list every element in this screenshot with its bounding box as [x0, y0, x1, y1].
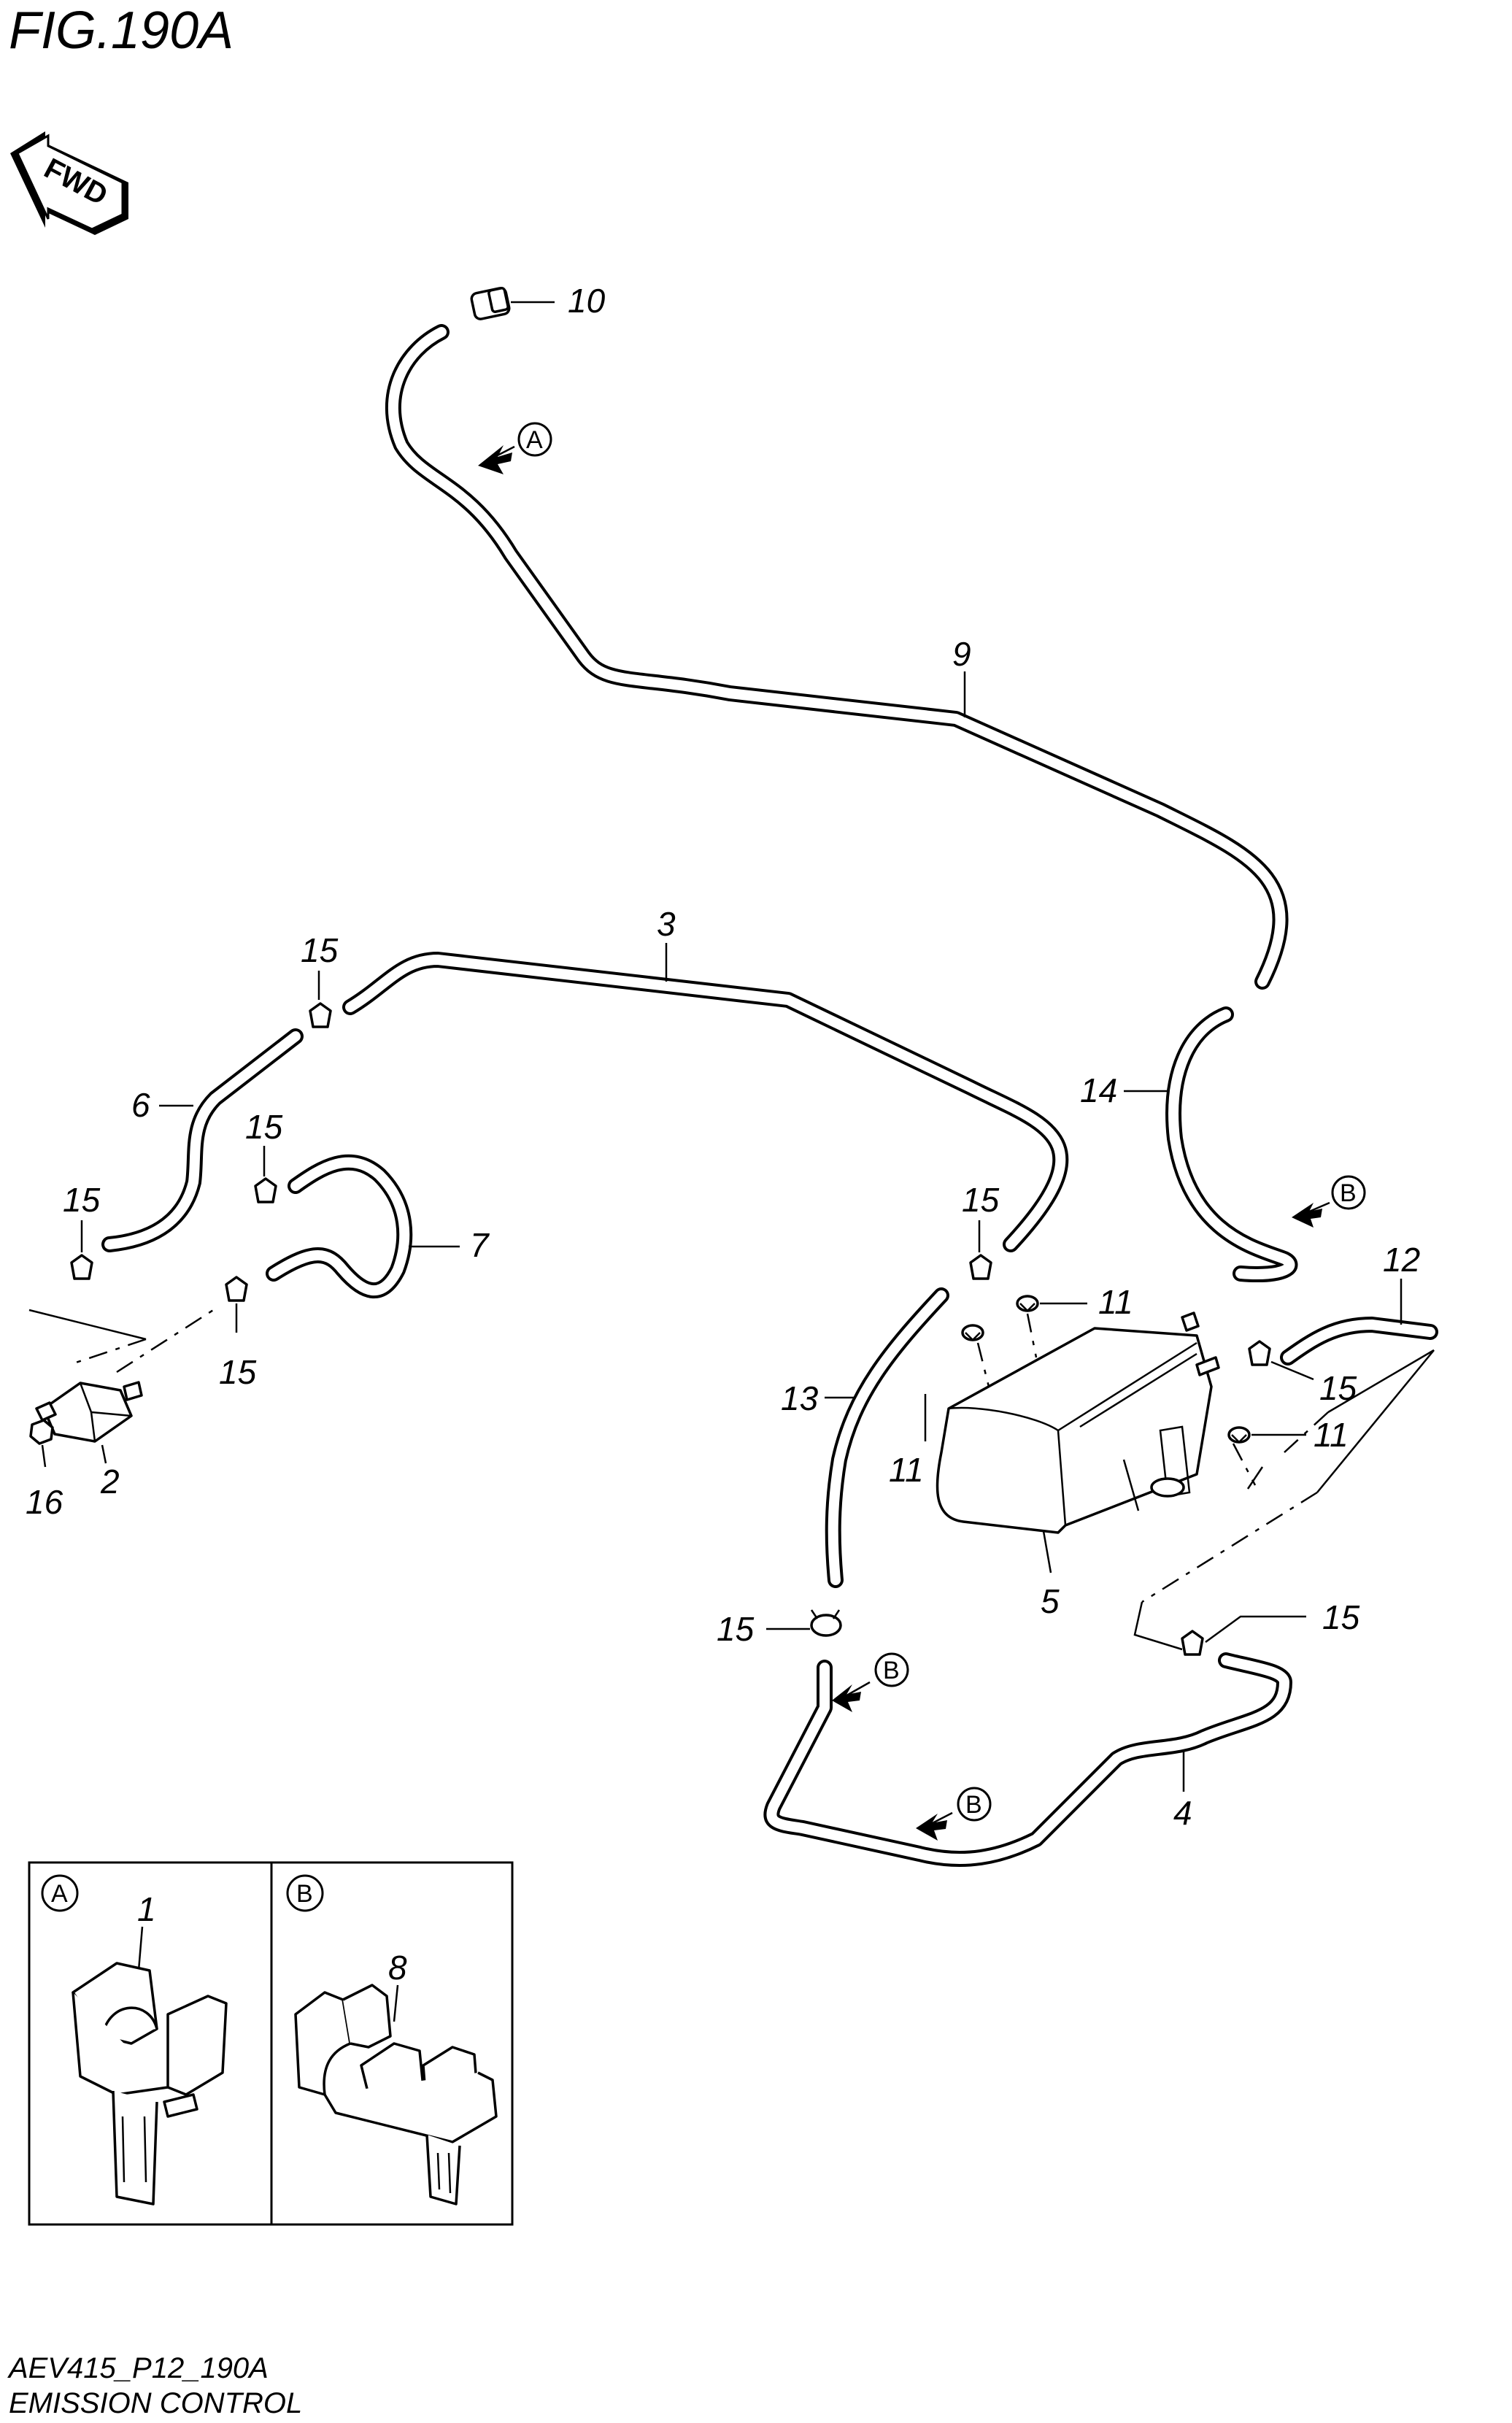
part-11-clip-left: [961, 1324, 984, 1341]
callout-16: 16: [26, 1483, 63, 1521]
guide-line-right-dash-2: [1141, 1491, 1318, 1603]
part-15-clamp-d: [225, 1276, 248, 1302]
part-11-clip-right: [1227, 1426, 1251, 1444]
hose-4: [763, 1652, 1292, 1868]
figure-title: FIG.190A: [9, 1, 234, 60]
hose-7: [266, 1154, 413, 1299]
callout-14: 14: [1080, 1071, 1117, 1109]
part-15-clamp-f: [1248, 1340, 1271, 1366]
callout-4: 4: [1173, 1794, 1192, 1832]
detail-a-label: A: [51, 1880, 68, 1908]
hose-13: [825, 1287, 949, 1588]
guide-line-left-dash: [69, 1338, 147, 1366]
callout-3: 3: [657, 905, 676, 943]
callout-15-d: 15: [219, 1353, 257, 1391]
callout-7: 7: [470, 1226, 490, 1264]
callout-13: 13: [781, 1379, 819, 1417]
part-8-hose-clip: [294, 1984, 498, 2206]
guide-line-left: [28, 1309, 147, 1341]
part-5-canister: [936, 1311, 1220, 1534]
part-10-fitting: [470, 287, 511, 320]
part-15-clamp-h: [1181, 1630, 1204, 1656]
ref-b-label-middle: B: [883, 1657, 900, 1684]
callout-11-upper: 11: [1098, 1283, 1133, 1321]
guide-line-left-dash-2: [116, 1305, 220, 1374]
callout-15-g: 15: [717, 1610, 755, 1648]
callout-15-h: 15: [1322, 1598, 1360, 1636]
callout-12: 12: [1383, 1241, 1420, 1279]
hose-14: [1165, 1006, 1298, 1282]
callout-15-a: 15: [301, 931, 339, 969]
callout-15-e: 15: [962, 1181, 1000, 1219]
callout-15-b: 15: [245, 1108, 283, 1146]
part-16-nut: [29, 1419, 54, 1445]
part-11-clip-upper: [1016, 1295, 1039, 1312]
ref-a-label: A: [526, 426, 543, 454]
callout-9: 9: [952, 635, 971, 673]
callout-15-c: 15: [63, 1181, 101, 1219]
callout-8: 8: [388, 1949, 407, 1987]
callout-15-f: 15: [1319, 1369, 1357, 1407]
guide-line-right-3: [1316, 1349, 1435, 1493]
ref-b-arrow-middle: B: [832, 1652, 909, 1712]
detail-a-panel: A 1: [41, 1874, 228, 2206]
callout-1: 1: [137, 1890, 156, 1928]
ref-b-label-upper: B: [1340, 1179, 1357, 1207]
hose-12: [1280, 1317, 1438, 1365]
callout-10: 10: [568, 282, 606, 320]
part-15-clamp-a: [309, 1002, 332, 1028]
callout-6: 6: [131, 1086, 150, 1124]
figure-caption: EMISSION CONTROL: [9, 2387, 302, 2419]
hose-9: [385, 324, 1289, 990]
detail-b-label: B: [296, 1880, 313, 1908]
guide-line-right: [1327, 1349, 1435, 1414]
detail-b-panel: B 8: [286, 1874, 498, 2206]
hose-6: [101, 1028, 304, 1252]
part-15-clamp-e: [969, 1254, 992, 1280]
fwd-arrow-icon: FWD: [10, 131, 128, 235]
ref-b-arrow-upper: B: [1292, 1175, 1366, 1228]
ref-b-label-lower: B: [965, 1791, 982, 1819]
hose-3: [342, 952, 1069, 1252]
callout-5: 5: [1041, 1582, 1060, 1620]
ref-a-arrow: A: [478, 422, 552, 474]
part-15-clamp-c: [70, 1254, 93, 1280]
part-15-clamp-g: [810, 1609, 842, 1637]
figure-code: AEV415_P12_190A: [7, 2352, 269, 2384]
guide-line-right-dash: [1284, 1411, 1329, 1453]
part-1-hose-clip: [72, 1962, 228, 2206]
part-15-clamp-b: [254, 1177, 277, 1203]
ref-b-arrow-lower: B: [916, 1787, 992, 1841]
guide-line-right-2: [1133, 1601, 1183, 1651]
callout-11-right: 11: [1314, 1416, 1349, 1454]
callout-11-left: 11: [889, 1451, 924, 1489]
callout-2: 2: [100, 1463, 120, 1501]
part-2-solenoid-valve: [35, 1381, 143, 1443]
